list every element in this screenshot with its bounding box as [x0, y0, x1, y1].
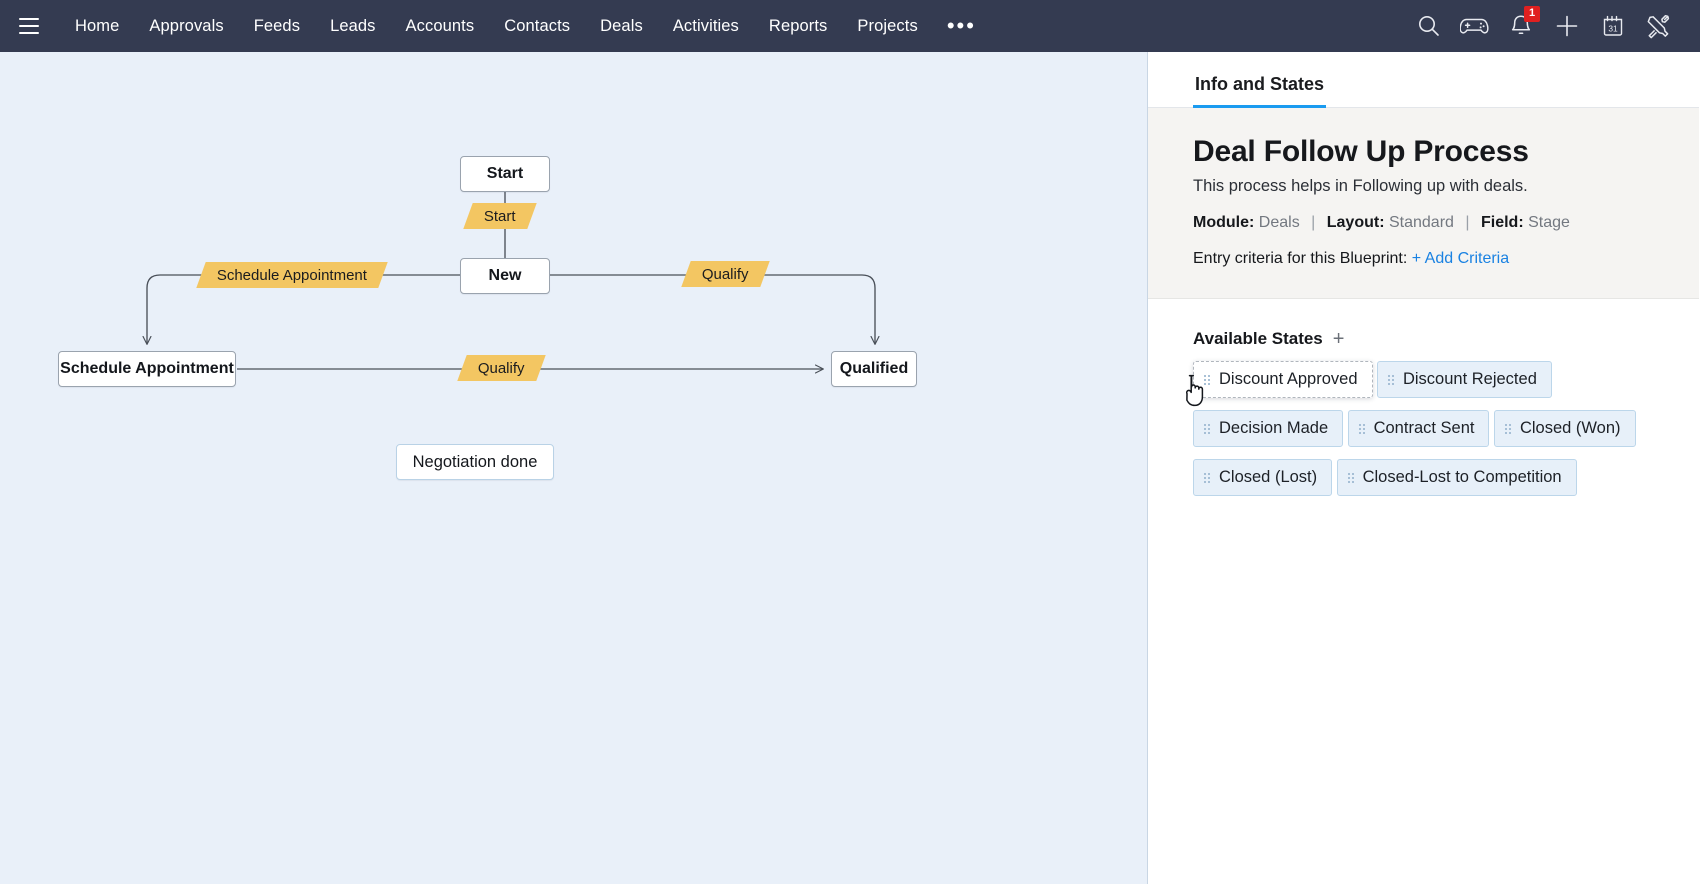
- drag-handle-icon[interactable]: [1347, 472, 1354, 483]
- transition-text: Qualify: [702, 265, 749, 283]
- state-chip-label: Decision Made: [1219, 419, 1329, 437]
- available-states-header: Available States +: [1193, 329, 1654, 349]
- add-criteria-link[interactable]: + Add Criteria: [1411, 250, 1510, 267]
- add-state-plus-icon[interactable]: +: [1332, 328, 1345, 350]
- tab-info-and-states[interactable]: Info and States: [1193, 74, 1327, 108]
- drag-handle-icon[interactable]: [1504, 423, 1511, 434]
- nav-item-deals[interactable]: Deals: [600, 17, 643, 35]
- transition-text: Schedule Appointment: [217, 266, 368, 284]
- state-chip-label: Discount Rejected: [1402, 370, 1537, 388]
- bell-icon[interactable]: 1: [1498, 3, 1544, 49]
- state-chip-discount-rejected[interactable]: Discount Rejected: [1376, 361, 1552, 398]
- nav-item-leads[interactable]: Leads: [330, 17, 376, 35]
- blueprint-node-qualified[interactable]: Qualified: [831, 351, 917, 387]
- panel-tab-bar: Info and States: [1148, 52, 1699, 108]
- transition-label-qualify-bottom[interactable]: Qualify: [457, 355, 546, 381]
- workspace: Start New Schedule Appointment Qualified…: [0, 52, 1700, 884]
- transition-text: Start: [484, 207, 516, 225]
- state-chip-decision-made[interactable]: Decision Made: [1193, 410, 1344, 447]
- entry-criteria-row: Entry criteria for this Blueprint: + Add…: [1193, 250, 1654, 268]
- state-chip-label: Discount Approved: [1219, 370, 1358, 388]
- meta-separator: |: [1311, 214, 1316, 231]
- available-states-title: Available States: [1193, 329, 1323, 348]
- drag-handle-icon[interactable]: [1358, 423, 1365, 434]
- blueprint-node-new[interactable]: New: [460, 258, 550, 294]
- hamburger-line: [19, 25, 39, 27]
- hamburger-line: [19, 32, 39, 34]
- tools-icon[interactable]: [1636, 3, 1682, 49]
- drag-handle-icon[interactable]: [1204, 423, 1210, 434]
- state-chip-label: Closed (Lost): [1219, 468, 1318, 486]
- meta-separator: |: [1465, 214, 1470, 231]
- svg-text:31: 31: [1608, 24, 1618, 34]
- state-chip-closed-lost[interactable]: Closed (Lost): [1193, 459, 1333, 496]
- nav-item-projects[interactable]: Projects: [857, 17, 918, 35]
- nav-item-accounts[interactable]: Accounts: [405, 17, 475, 35]
- state-chip-discount-approved[interactable]: Discount Approved: [1193, 361, 1373, 398]
- hamburger-menu-icon[interactable]: [12, 9, 46, 43]
- hamburger-line: [19, 18, 39, 20]
- plus-icon[interactable]: [1544, 3, 1590, 49]
- state-chip-label: Closed (Won): [1519, 419, 1621, 437]
- nav-item-approvals[interactable]: Approvals: [149, 17, 224, 35]
- top-navigation-bar: Home Approvals Feeds Leads Accounts Cont…: [0, 0, 1700, 52]
- state-chip-contract-sent[interactable]: Contract Sent: [1347, 410, 1490, 447]
- drag-handle-icon[interactable]: [1204, 472, 1210, 483]
- state-chip-list: Discount Approved Discount Rejected Deci…: [1193, 361, 1654, 508]
- meta-key-module: Module:: [1193, 214, 1255, 231]
- transition-label-start[interactable]: Start: [463, 203, 537, 229]
- calendar-icon[interactable]: 31: [1590, 3, 1636, 49]
- meta-key-layout: Layout:: [1326, 214, 1385, 231]
- blueprint-description: This process helps in Following up with …: [1193, 177, 1528, 195]
- blueprint-node-negotiation-done[interactable]: Negotiation done: [396, 444, 554, 480]
- drag-handle-icon[interactable]: [1387, 374, 1394, 385]
- meta-value-field: Stage: [1528, 214, 1570, 231]
- meta-key-field: Field:: [1480, 214, 1524, 231]
- state-chip-label: Contract Sent: [1373, 419, 1475, 437]
- blueprint-canvas[interactable]: Start New Schedule Appointment Qualified…: [0, 52, 1148, 884]
- gamepad-icon[interactable]: [1452, 3, 1498, 49]
- blueprint-connectors: [142, 192, 880, 374]
- transition-text: Qualify: [478, 359, 525, 377]
- nav-item-feeds[interactable]: Feeds: [253, 17, 301, 35]
- entry-criteria-label: Entry criteria for this Blueprint:: [1193, 250, 1408, 267]
- blueprint-title: Deal Follow Up Process: [1193, 135, 1529, 168]
- nav-overflow-icon[interactable]: •••: [946, 13, 976, 38]
- drag-handle-icon[interactable]: [1204, 374, 1210, 385]
- blueprint-node-schedule-appointment[interactable]: Schedule Appointment: [58, 351, 236, 387]
- search-icon[interactable]: [1406, 3, 1452, 49]
- info-and-states-panel: Info and States Deal Follow Up Process T…: [1148, 52, 1699, 884]
- meta-value-layout: Standard: [1388, 214, 1454, 231]
- state-chip-label: Closed-Lost to Competition: [1362, 468, 1562, 486]
- nav-item-reports[interactable]: Reports: [768, 17, 828, 35]
- state-chip-closed-won[interactable]: Closed (Won): [1493, 410, 1636, 447]
- blueprint-node-start[interactable]: Start: [460, 156, 550, 192]
- nav-item-home[interactable]: Home: [75, 17, 120, 35]
- state-chip-closed-lost-to-competition[interactable]: Closed-Lost to Competition: [1336, 459, 1577, 496]
- notification-badge: 1: [1524, 6, 1540, 22]
- transition-label-qualify-top[interactable]: Qualify: [681, 261, 770, 287]
- available-states-block: Available States + Discount Approved Dis…: [1148, 299, 1699, 508]
- blueprint-meta-row: Module: Deals | Layout: Standard | Field…: [1193, 214, 1654, 232]
- meta-value-module: Deals: [1258, 214, 1300, 231]
- nav-item-activities[interactable]: Activities: [672, 17, 739, 35]
- blueprint-info-block: Deal Follow Up Process This process help…: [1148, 108, 1699, 299]
- nav-item-contacts[interactable]: Contacts: [504, 17, 571, 35]
- transition-label-schedule-appointment[interactable]: Schedule Appointment: [196, 262, 388, 288]
